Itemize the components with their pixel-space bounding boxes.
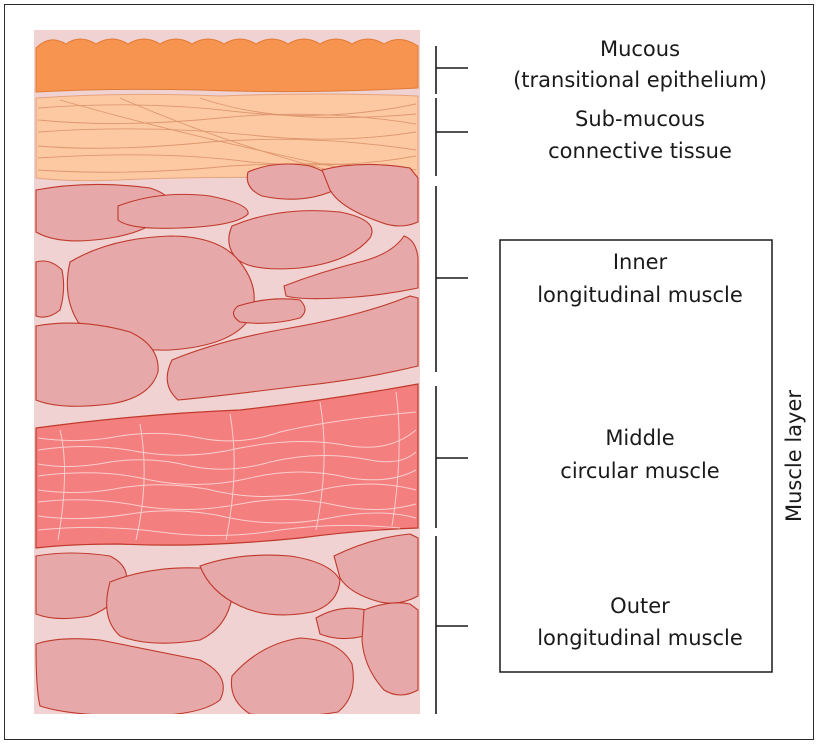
submucous-label-line1: Sub-mucous: [575, 107, 705, 131]
outer-label-line2: longitudinal muscle: [537, 626, 743, 650]
muscle-layer-label: Muscle layer: [782, 390, 806, 522]
submucous-label-line2: connective tissue: [548, 139, 732, 163]
mucous-layer: [36, 39, 418, 92]
middle-label-line2: circular muscle: [560, 459, 719, 483]
mucous-label-line1: Mucous: [600, 37, 680, 61]
layer-brackets: [436, 46, 468, 714]
outer-label-line1: Outer: [610, 594, 670, 618]
inner-label-line1: Inner: [613, 250, 668, 274]
inner-muscle-cells: [36, 164, 418, 406]
mucous-label-line2: (transitional epithelium): [513, 68, 767, 92]
middle-label-line1: Middle: [605, 426, 674, 450]
inner-label-line2: longitudinal muscle: [537, 283, 743, 307]
